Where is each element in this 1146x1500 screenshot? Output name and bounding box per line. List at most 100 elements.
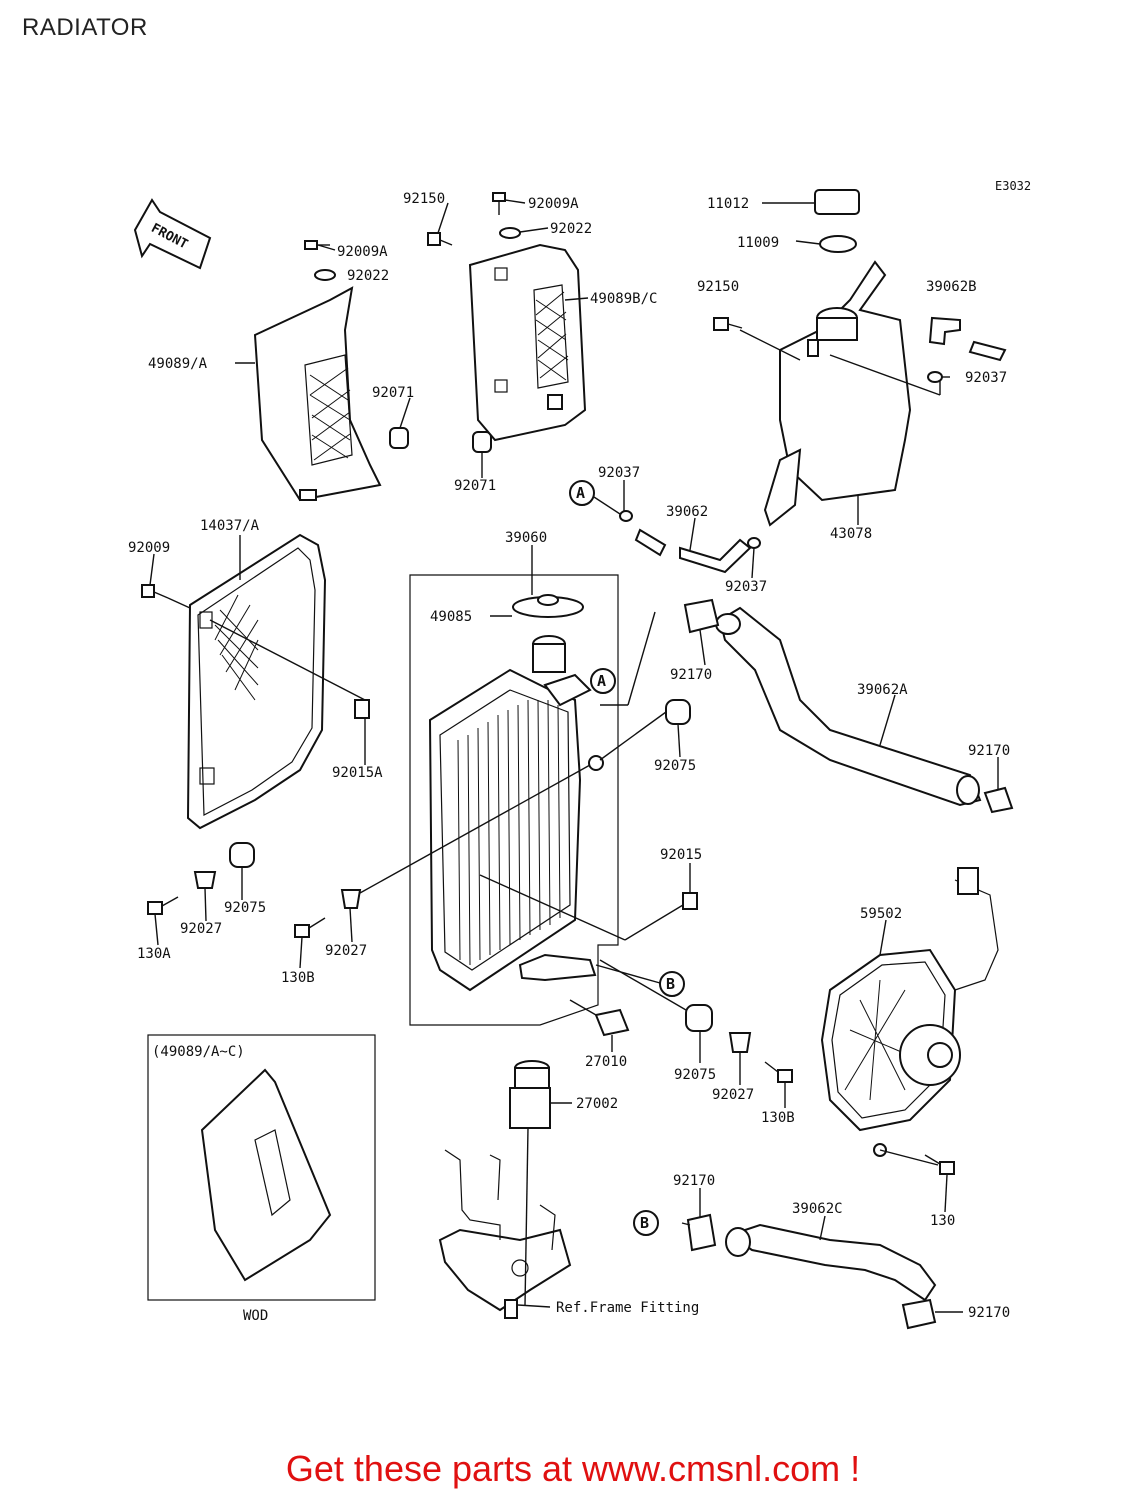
label-39062: 39062	[666, 504, 708, 520]
label-92075-a: 92075	[654, 758, 696, 774]
sensor-27002-icon	[509, 1060, 551, 1129]
label-92170-a: 92170	[670, 667, 712, 683]
label-92150-b: 92150	[697, 279, 739, 295]
radiator-core	[428, 635, 604, 992]
svg-text:B: B	[640, 1214, 649, 1232]
label-49089BC: 49089B/C	[590, 291, 657, 307]
clamp-92037-a-icon	[619, 510, 633, 522]
label-39062C: 39062C	[792, 1201, 843, 1217]
clamp-92170-bottom-icon	[901, 1298, 937, 1330]
label-92027-c: 92027	[712, 1087, 754, 1103]
label-27010: 27010	[585, 1054, 627, 1070]
label-39060: 39060	[505, 530, 547, 546]
screw-92009A-right-icon	[492, 192, 521, 239]
label-92015: 92015	[660, 847, 702, 863]
nut-92015-icon	[682, 892, 698, 910]
label-11012: 11012	[707, 196, 749, 212]
label-92071-a: 92071	[372, 385, 414, 401]
label-130A: 130A	[137, 946, 171, 962]
inset-box	[147, 1034, 376, 1301]
clamp-92170-lower-icon	[686, 1213, 717, 1252]
label-92009A-a: 92009A	[528, 196, 579, 212]
label-49089A: 49089/A	[148, 356, 208, 372]
bolt-92009-icon	[141, 584, 169, 599]
reservoir-tank	[763, 189, 912, 527]
collar-92027-mid-icon	[340, 889, 362, 909]
callout-A-radiator: A	[590, 668, 616, 694]
label-130B-b: 130B	[761, 1110, 795, 1126]
callout-B-radiator: B	[659, 971, 685, 997]
label-92027-b: 92027	[325, 943, 367, 959]
label-92170-b: 92170	[968, 743, 1010, 759]
label-27002: 27002	[576, 1096, 618, 1112]
leader-lines	[149, 199, 999, 1313]
inset-title: (49089/A~C)	[152, 1044, 245, 1060]
label-92027-a: 92027	[180, 921, 222, 937]
lower-hose-39062C	[725, 1223, 937, 1302]
label-92150-a: 92150	[403, 191, 445, 207]
screw-92009A-left-icon	[304, 240, 336, 281]
clamp-92037-b-icon	[747, 537, 761, 549]
grommet-92075-lower-icon	[685, 1004, 713, 1032]
bolt-92150-top-icon	[427, 232, 453, 246]
callout-A-tank: A	[569, 480, 621, 515]
label-92009: 92009	[128, 540, 170, 556]
label-39062B: 39062B	[926, 279, 977, 295]
diagram-code: E3032	[995, 179, 1031, 193]
upper-hose-39062A	[715, 606, 982, 807]
collar-92027-right-icon	[728, 1032, 752, 1053]
thermo-switch-27010-icon	[569, 999, 630, 1037]
bolt-92150-tank-icon	[713, 317, 743, 331]
label-92037-a: 92037	[965, 370, 1007, 386]
label-49085: 49085	[430, 609, 472, 625]
label-39062A: 39062A	[857, 682, 908, 698]
bolt-130-icon	[924, 1154, 955, 1175]
overflow-hose-39062	[634, 528, 752, 574]
label-92037-b: 92037	[598, 465, 640, 481]
nut-92015A-icon	[354, 699, 370, 719]
clamp-92170-upper-icon	[683, 598, 720, 634]
label-92170-c: 92170	[673, 1173, 715, 1189]
label-92037-c: 92037	[725, 579, 767, 595]
label-92170-d: 92170	[968, 1305, 1010, 1321]
bolt-130B-left-icon	[294, 917, 326, 938]
bolt-130B-right-icon	[764, 1061, 793, 1083]
radiator-assembly-frame	[409, 574, 619, 1026]
promo-banner: Get these parts at www.cmsnl.com !	[285, 1448, 861, 1489]
cooling-fan-59502	[820, 867, 999, 1157]
svg-text:A: A	[576, 484, 585, 502]
grommet-92075-left-icon	[229, 842, 255, 868]
label-92022-a: 92022	[550, 221, 592, 237]
grommet-92071-left-icon	[389, 427, 409, 449]
label-92015A: 92015A	[332, 765, 383, 781]
label-130B-a: 130B	[281, 970, 315, 986]
inset-label: WOD	[243, 1308, 268, 1324]
label-92009A-b: 92009A	[337, 244, 388, 260]
label-14037A: 14037/A	[200, 518, 260, 534]
left-shroud	[253, 286, 382, 502]
front-arrow-icon: FRONT	[133, 198, 212, 270]
callout-B-hose: B	[633, 1210, 659, 1236]
collar-92027-left-icon	[193, 871, 217, 889]
clamp-92170-hose-end-icon	[983, 786, 1014, 814]
svg-text:A: A	[597, 672, 606, 690]
svg-text:B: B	[666, 975, 675, 993]
grommet-92071-right-icon	[472, 431, 492, 453]
radiator-cap-49085-icon	[512, 594, 584, 618]
label-59502: 59502	[860, 906, 902, 922]
breather-hose-39062B	[928, 316, 1007, 362]
right-shroud	[468, 243, 587, 442]
page-title: RADIATOR	[22, 14, 148, 41]
inset-shroud	[200, 1068, 332, 1282]
label-92075-c: 92075	[674, 1067, 716, 1083]
radiator-diagram: FRONT E3032	[128, 179, 1031, 1330]
grommet-92075-upper-icon	[665, 699, 691, 725]
side-cover-14037A	[186, 533, 370, 830]
label-43078: 43078	[830, 526, 872, 542]
mounting-bracket	[438, 1149, 572, 1319]
bolt-130A-icon	[147, 896, 179, 915]
label-130: 130	[930, 1213, 955, 1229]
label-ref-frame-fitting: Ref.Frame Fitting	[556, 1300, 699, 1316]
label-92075-b: 92075	[224, 900, 266, 916]
label-11009: 11009	[737, 235, 779, 251]
